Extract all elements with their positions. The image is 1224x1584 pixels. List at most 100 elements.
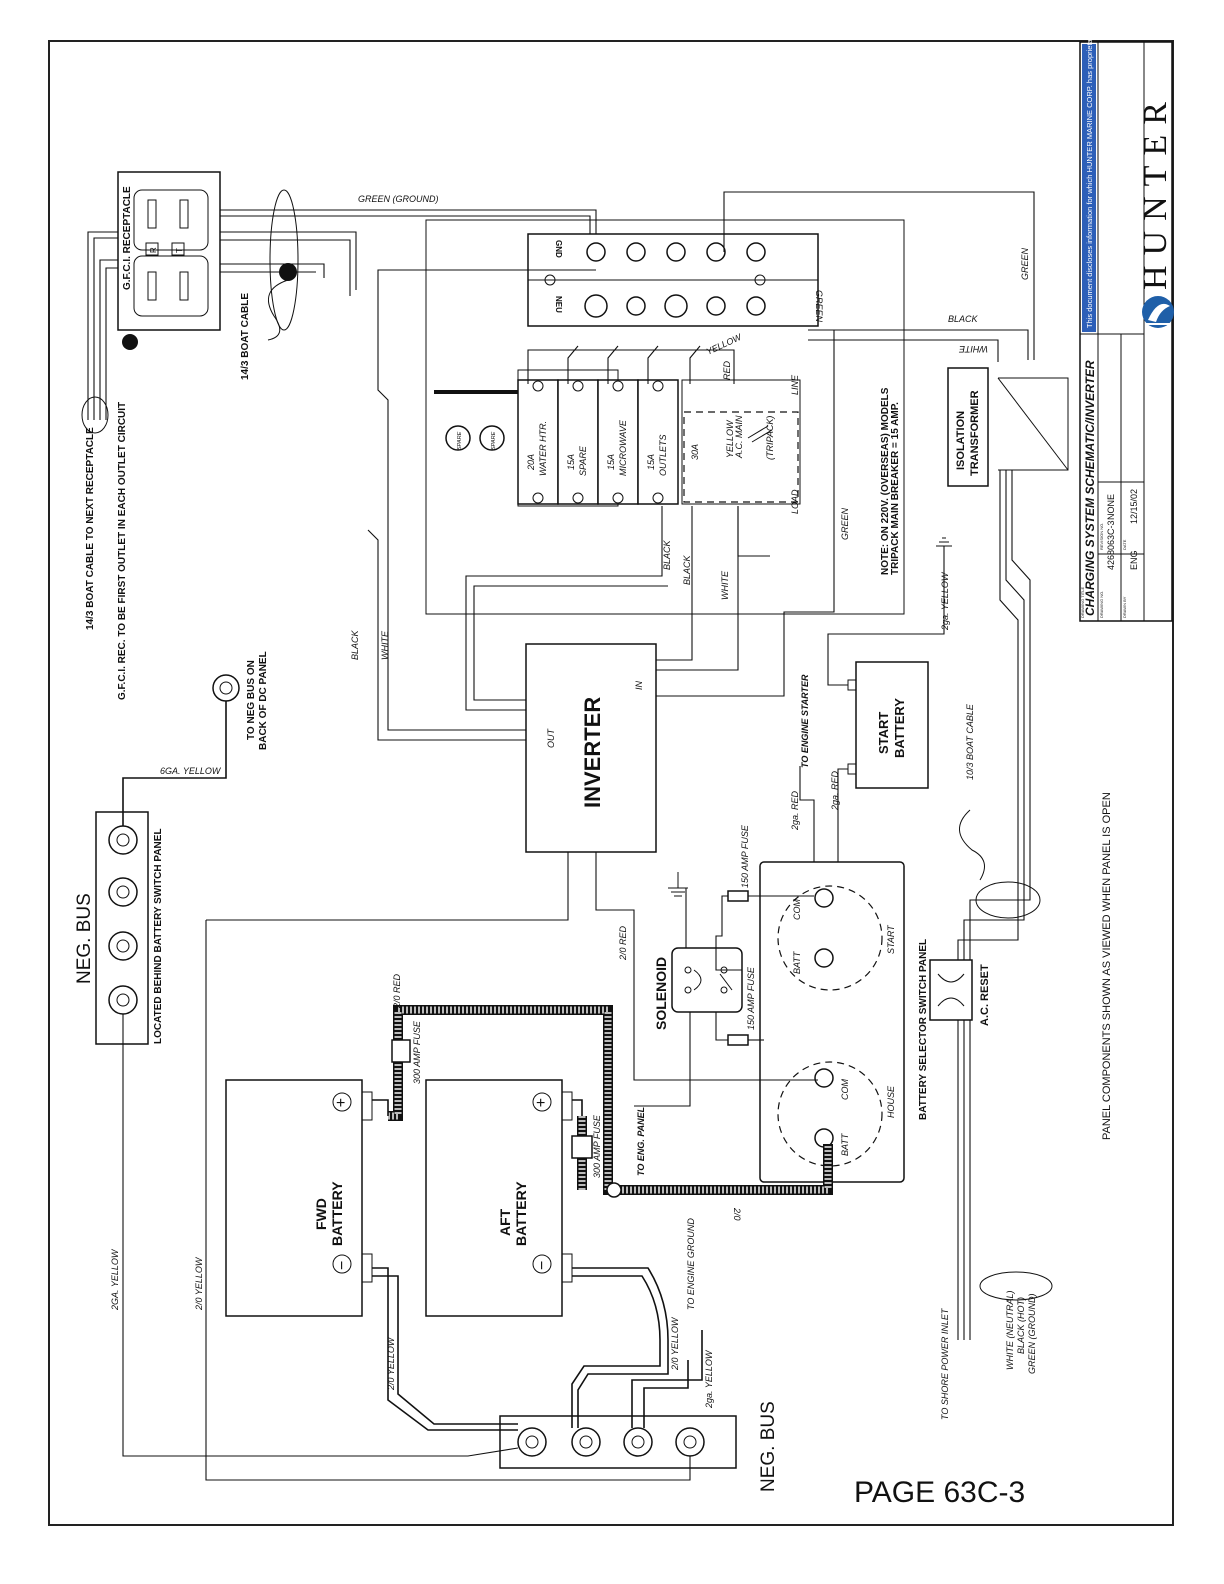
label-red-2-0-top: 2/0 RED: [392, 973, 402, 1009]
aft-plus-sign: +: [536, 1095, 545, 1112]
label-eng-panel: TO ENG. PANEL: [636, 1107, 646, 1176]
start-position-label: START: [886, 924, 896, 954]
spare-breaker-2: [479, 425, 505, 451]
label-yellow-2-0-mid: 2/0 YELLOW: [386, 1336, 396, 1391]
ac-main-label: A.C. MAIN: [734, 415, 744, 459]
date-caption: DATE: [1122, 539, 1127, 550]
bus-terminal-3: [108, 931, 138, 961]
label-green-right: GREEN: [1020, 247, 1030, 280]
breaker-name: MICROWAVE: [618, 419, 628, 476]
inverter-label: INVERTER: [580, 697, 605, 808]
neg-bus-top-location: LOCATED BEHIND BATTERY SWITCH PANEL: [153, 828, 164, 1044]
load-label: LOAD: [790, 489, 800, 514]
bus-terminal-4: [108, 985, 138, 1015]
battery-selector-panel: COM BATT START COM BATT HOUSE BATTERY SE…: [759, 861, 929, 1183]
house-com-terminal: [814, 1068, 834, 1088]
spare-label-2: SPARE: [491, 431, 497, 450]
label-red-lead: RED: [722, 360, 732, 380]
house-position-label: HOUSE: [886, 1085, 896, 1118]
drawing-no: 4268063C-3: [1106, 520, 1116, 570]
bus-bottom-terminal-2: [571, 1427, 601, 1457]
fwd-positive-terminal: [332, 1092, 352, 1112]
inverter-in-label: IN: [634, 680, 644, 690]
inverter-out-label: OUT: [546, 728, 556, 749]
dc-panel-label-2: BACK OF DC PANEL: [258, 651, 269, 750]
schematic-drawing: This document discloses information for …: [74, 40, 1174, 1509]
battery-selector-label: BATTERY SELECTOR SWITCH PANEL: [918, 939, 929, 1120]
label-green-ground: GREEN (GROUND): [1027, 1293, 1037, 1374]
voltage-note-2: TRIPACK MAIN BREAKER = 15 AMP.: [890, 402, 901, 575]
panel-orientation-note: PANEL COMPONENTS SHOWN AS VIEWED WHEN PA…: [1101, 792, 1113, 1140]
gfci-t-key: T: [175, 248, 184, 253]
label-boat-cable-next: 14/3 BOAT CABLE TO NEXT RECEPTACLE: [85, 427, 96, 630]
tripack-label: (TRIPACK): [765, 416, 775, 460]
drawing-title: CHARGING SYSTEM SCHEMATIC/INVERTER: [1083, 360, 1097, 616]
label-yellow-2-0-right: 2/0 YELLOW: [670, 1316, 680, 1371]
main-yellow-label: YELLOW: [725, 419, 735, 458]
breaker-terminal: [532, 380, 544, 392]
dc-panel-label-1: TO NEG BUS ON: [246, 660, 257, 740]
neg-bus-top: NEG. BUS LOCATED BEHIND BATTERY SWITCH P…: [74, 811, 164, 1045]
gfci-receptacle: R T G.F.C.I. RECEPTACLE: [117, 171, 221, 331]
drawing-border: [48, 40, 1174, 1526]
label-red-2-0-vertical: 2/0 RED: [618, 925, 628, 961]
drawn-by: ENG: [1129, 550, 1139, 570]
breaker-body: [557, 379, 599, 505]
bus-bottom-terminal-4: [675, 1427, 705, 1457]
house-com-label: COM: [840, 1079, 850, 1101]
neu-bus-label: NEU: [554, 296, 563, 313]
solenoid: SOLENOID: [653, 947, 743, 1030]
start-com-terminal: [814, 888, 834, 908]
voltage-note-1: NOTE: ON 220V. (OVERSEAS) MODELS: [880, 387, 891, 575]
label-2-0: 2/0: [732, 1207, 742, 1221]
isolation-label-2: TRANSFORMER: [969, 390, 981, 476]
bus-terminal-1: [108, 825, 138, 855]
breaker-30a-label: 30A: [690, 444, 700, 460]
aft-minus-sign: −: [534, 1261, 551, 1270]
line-label: LINE: [790, 374, 800, 395]
label-red-2ga-1: 2ga. RED: [790, 790, 800, 831]
breaker-terminal: [652, 380, 664, 392]
spare-label-1: SPARE: [457, 431, 463, 450]
isolation-transformer: ISOLATION TRANSFORMER: [947, 367, 1069, 487]
drawing-title-caption: DRAWING TITLE: [1080, 587, 1085, 618]
label-shore-inlet: TO SHORE POWER INLET: [940, 1307, 950, 1420]
aft-battery: + − AFT BATTERY: [425, 1079, 573, 1317]
breaker-terminal: [572, 492, 584, 504]
aft-negative-terminal: [532, 1254, 552, 1274]
drawing-no-caption: DRAWING NO.: [1099, 591, 1104, 618]
title-block: This document discloses information for …: [1079, 40, 1174, 622]
spare-breaker-1: [445, 425, 471, 451]
label-black-hot: BLACK (HOT): [1016, 1297, 1026, 1354]
breaker-amps: 20A: [526, 454, 536, 471]
label-white-neutral: WHITE (NEUTRAL): [1005, 1291, 1015, 1371]
bus-terminal-2: [108, 877, 138, 907]
breaker-terminal: [572, 380, 584, 392]
label-green-ground-top: GREEN (GROUND): [358, 194, 439, 204]
page-label: PAGE 63C-3: [854, 1476, 1025, 1509]
breaker-terminal: [612, 492, 624, 504]
drawing-date: 12/15/02: [1129, 489, 1139, 524]
label-yellow-2ga-bottom: 2ga. YELLOW: [704, 1349, 714, 1409]
drawn-by-caption: DRAWN BY: [1122, 596, 1127, 618]
gfci-r-key: R: [149, 247, 158, 253]
fwd-plus-sign: +: [336, 1095, 345, 1112]
breaker-name: SPARE: [578, 445, 588, 476]
gfci-label: G.F.C.I. RECEPTACLE: [122, 186, 133, 290]
start-batt-terminal: [814, 948, 834, 968]
dc-panel-neg-terminal: TO NEG BUS ON BACK OF DC PANEL: [212, 651, 269, 750]
label-fuse-300-fwd: 300 AMP FUSE: [412, 1020, 422, 1084]
breaker-name: WATER HTR.: [538, 421, 548, 476]
hunter-logo-icon: [1142, 296, 1174, 328]
wire-6ga-yellow: 6GA. YELLOW: [160, 766, 222, 776]
label-fuse-300-aft: 300 AMP FUSE: [592, 1114, 602, 1178]
revision-no: NONE: [1106, 494, 1116, 520]
start-com-label: COM: [792, 899, 802, 921]
breaker-terminal: [532, 492, 544, 504]
label-black-1: BLACK: [662, 539, 672, 570]
label-black-2: BLACK: [682, 554, 692, 585]
breaker-name: OUTLETS: [658, 434, 668, 476]
